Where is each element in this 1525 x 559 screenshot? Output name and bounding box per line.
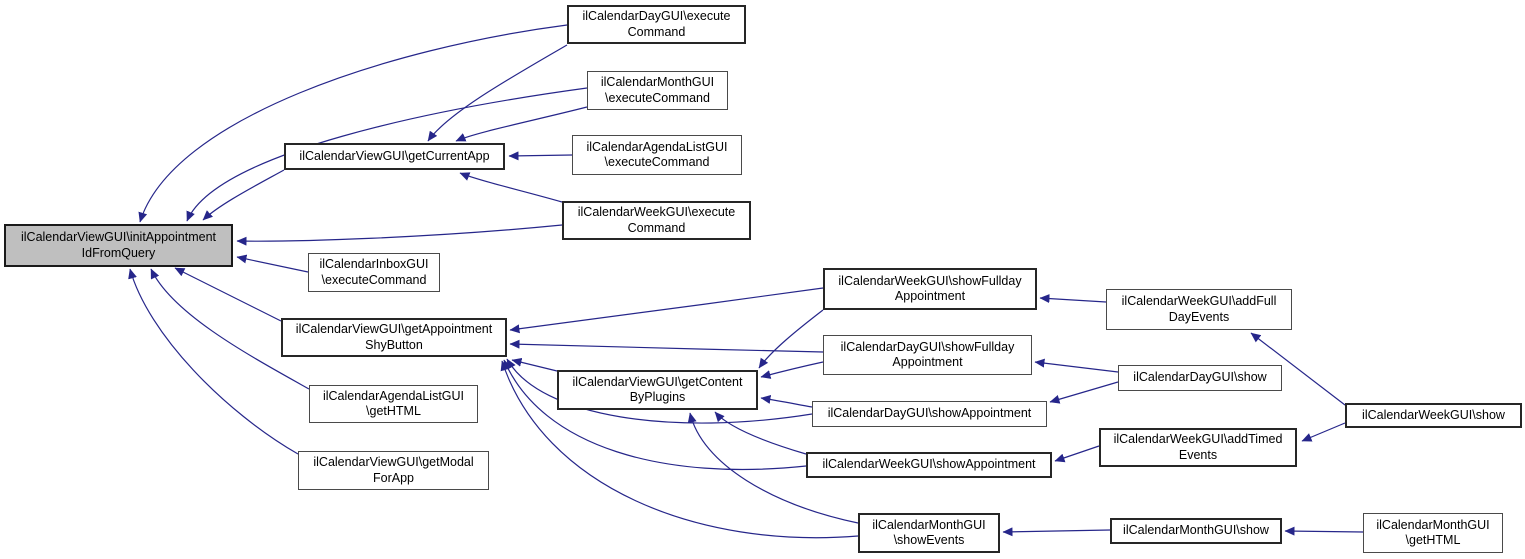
- edge-month_show_events-to-content_by_plugins: [687, 412, 859, 524]
- edge-month_gethtml-to-month_show: [1284, 526, 1364, 536]
- edge-modal_for_app-to-init_appointment: [128, 268, 299, 455]
- edge-day_show_fullday-to-shy_button: [509, 339, 824, 353]
- node-month_show[interactable]: ilCalendarMonthGUI\show: [1110, 518, 1282, 544]
- node-modal_for_app[interactable]: ilCalendarViewGUI\getModal ForApp: [298, 451, 489, 490]
- edge-day_show-to-day_show_app: [1049, 381, 1119, 404]
- edge-month_exec-to-get_current_app: [455, 106, 588, 142]
- node-month_show_events[interactable]: ilCalendarMonthGUI \showEvents: [858, 513, 1000, 553]
- edge-agenda_gethtml-to-init_appointment: [150, 268, 310, 390]
- edge-day_show_fullday-to-content_by_plugins: [760, 361, 824, 379]
- edge-month_show-to-month_show_events: [1002, 527, 1111, 537]
- node-month_gethtml[interactable]: ilCalendarMonthGUI \getHTML: [1363, 513, 1503, 553]
- node-add_timed_events[interactable]: ilCalendarWeekGUI\addTimed Events: [1099, 428, 1297, 467]
- edge-agenda_exec-to-get_current_app: [508, 151, 573, 161]
- node-week_exec[interactable]: ilCalendarWeekGUI\execute Command: [562, 201, 751, 240]
- edge-week_exec-to-get_current_app: [459, 172, 563, 203]
- node-week_show[interactable]: ilCalendarWeekGUI\show: [1345, 403, 1522, 428]
- node-add_fullday_events[interactable]: ilCalendarWeekGUI\addFull DayEvents: [1106, 289, 1292, 330]
- edge-inbox_exec-to-init_appointment: [236, 254, 309, 273]
- edge-week_show_fullday-to-shy_button: [509, 287, 824, 334]
- node-month_exec[interactable]: ilCalendarMonthGUI \executeCommand: [587, 71, 728, 110]
- edge-day_show_app-to-content_by_plugins: [760, 395, 813, 408]
- node-day_exec[interactable]: ilCalendarDayGUI\execute Command: [567, 5, 746, 44]
- edge-get_current_app-to-init_appointment: [202, 169, 285, 221]
- edge-week_show_fullday-to-content_by_plugins: [758, 309, 824, 369]
- node-get_current_app[interactable]: ilCalendarViewGUI\getCurrentApp: [284, 143, 505, 170]
- node-content_by_plugins[interactable]: ilCalendarViewGUI\getContent ByPlugins: [557, 370, 758, 410]
- edge-month_exec-to-init_appointment: [186, 87, 588, 222]
- node-init_appointment: ilCalendarViewGUI\initAppointment IdFrom…: [4, 224, 233, 267]
- node-day_show_app[interactable]: ilCalendarDayGUI\showAppointment: [812, 401, 1047, 427]
- edge-day_exec-to-init_appointment: [138, 24, 568, 223]
- edge-month_show_events-to-shy_button: [500, 360, 859, 539]
- edge-week_show_app-to-shy_button: [503, 359, 807, 471]
- node-agenda_gethtml[interactable]: ilCalendarAgendaListGUI \getHTML: [309, 385, 478, 423]
- edge-add_timed_events-to-week_show_app: [1054, 445, 1100, 463]
- node-agenda_exec[interactable]: ilCalendarAgendaListGUI \executeCommand: [572, 135, 742, 175]
- node-inbox_exec[interactable]: ilCalendarInboxGUI \executeCommand: [308, 253, 440, 292]
- node-day_show[interactable]: ilCalendarDayGUI\show: [1118, 365, 1282, 391]
- edge-day_show_app-to-shy_button: [506, 358, 813, 424]
- edge-group: [128, 24, 1364, 539]
- node-day_show_fullday[interactable]: ilCalendarDayGUI\showFullday Appointment: [823, 335, 1032, 375]
- edge-week_show_app-to-content_by_plugins: [714, 411, 807, 455]
- node-week_show_app[interactable]: ilCalendarWeekGUI\showAppointment: [806, 452, 1052, 478]
- edge-day_exec-to-get_current_app: [427, 44, 568, 142]
- edge-week_show-to-add_fullday_events: [1250, 332, 1346, 406]
- edge-content_by_plugins-to-shy_button: [511, 357, 558, 372]
- edge-week_show-to-add_timed_events: [1301, 422, 1346, 442]
- node-week_show_fullday[interactable]: ilCalendarWeekGUI\showFullday Appointmen…: [823, 268, 1037, 310]
- node-shy_button[interactable]: ilCalendarViewGUI\getAppointment ShyButt…: [281, 318, 507, 357]
- edge-add_fullday_events-to-week_show_fullday: [1039, 294, 1107, 304]
- edge-day_show-to-day_show_fullday: [1034, 358, 1119, 373]
- edge-shy_button-to-init_appointment: [174, 267, 282, 322]
- edge-week_exec-to-init_appointment: [236, 224, 563, 246]
